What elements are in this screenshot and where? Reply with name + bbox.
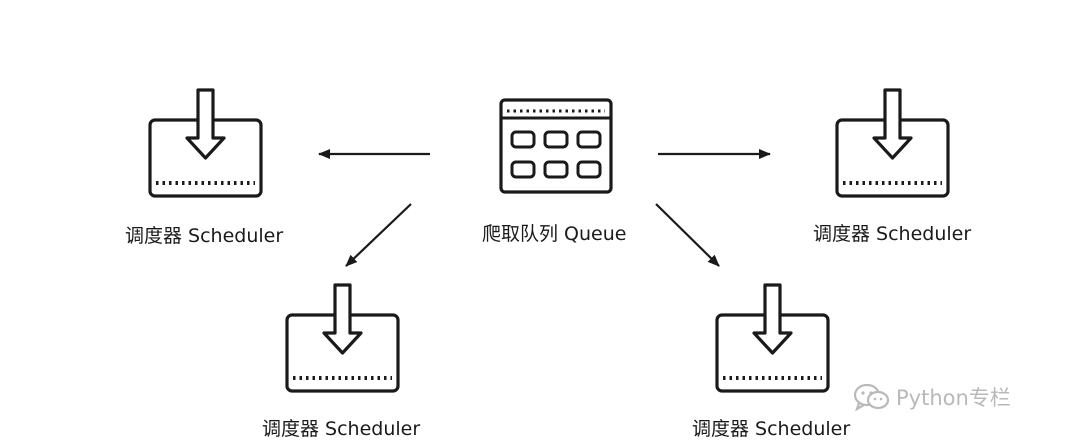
scheduler-download-icon bbox=[148, 88, 263, 198]
scheduler-label-top-right: 调度器 Scheduler bbox=[813, 223, 972, 245]
watermark: Python专栏 bbox=[852, 382, 1011, 412]
wechat-icon bbox=[853, 383, 890, 412]
scheduler-label-top-left: 调度器 Scheduler bbox=[125, 225, 284, 247]
queue-label: 爬取队列 Queue bbox=[482, 223, 627, 245]
arrow-to-bottom-right bbox=[655, 203, 720, 267]
queue-icon bbox=[499, 98, 613, 194]
scheduler-download-icon bbox=[835, 88, 950, 198]
scheduler-label-bottom-right: 调度器 Scheduler bbox=[692, 418, 851, 440]
scheduler-download-icon bbox=[285, 283, 400, 393]
watermark-text: Python专栏 bbox=[896, 386, 1011, 410]
scheduler-label-bottom-left: 调度器 Scheduler bbox=[262, 418, 421, 440]
arrow-to-bottom-left bbox=[345, 203, 412, 267]
scheduler-download-icon bbox=[715, 283, 830, 393]
